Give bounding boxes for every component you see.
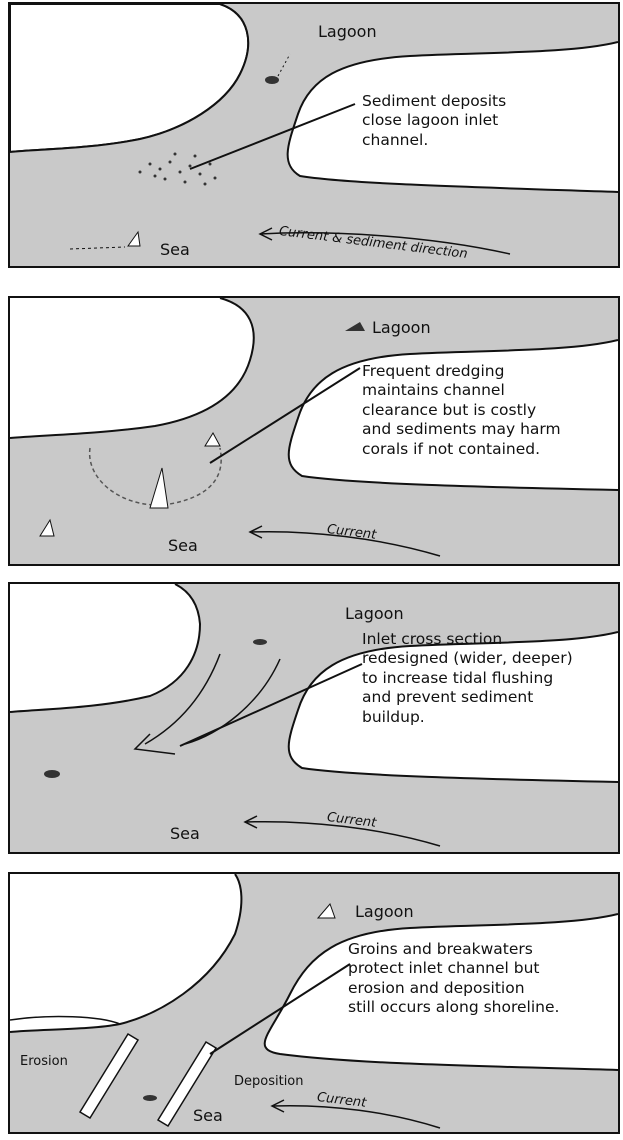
caption-text: Sediment deposits close lagoon inlet cha…	[362, 92, 506, 150]
deposition-label: Deposition	[234, 1074, 304, 1090]
caption-text: Inlet cross section redesigned (wider, d…	[362, 630, 573, 727]
panel-dredging: Lagoon Frequent dredging maintains chann…	[8, 296, 620, 566]
erosion-label: Erosion	[20, 1054, 68, 1070]
panel-1-drawing	[10, 4, 618, 266]
sea-label: Sea	[170, 824, 200, 843]
lagoon-label: Lagoon	[355, 902, 414, 921]
sea-label: Sea	[160, 240, 190, 259]
panel-sediment-deposits: Lagoon Sediment deposits close lagoon in…	[8, 2, 620, 268]
lagoon-label: Lagoon	[372, 318, 431, 337]
sea-label: Sea	[168, 536, 198, 555]
panel-redesigned-inlet: Lagoon Inlet cross section redesigned (w…	[8, 582, 620, 854]
lagoon-label: Lagoon	[318, 22, 377, 41]
lagoon-label: Lagoon	[345, 604, 404, 623]
sea-label: Sea	[193, 1106, 223, 1125]
motorboat-icon	[143, 1095, 157, 1101]
caption-text: Groins and breakwaters protect inlet cha…	[348, 940, 559, 1018]
caption-text: Frequent dredging maintains channel clea…	[362, 362, 561, 459]
panel-groins-breakwaters: Lagoon Groins and breakwaters protect in…	[8, 872, 620, 1134]
